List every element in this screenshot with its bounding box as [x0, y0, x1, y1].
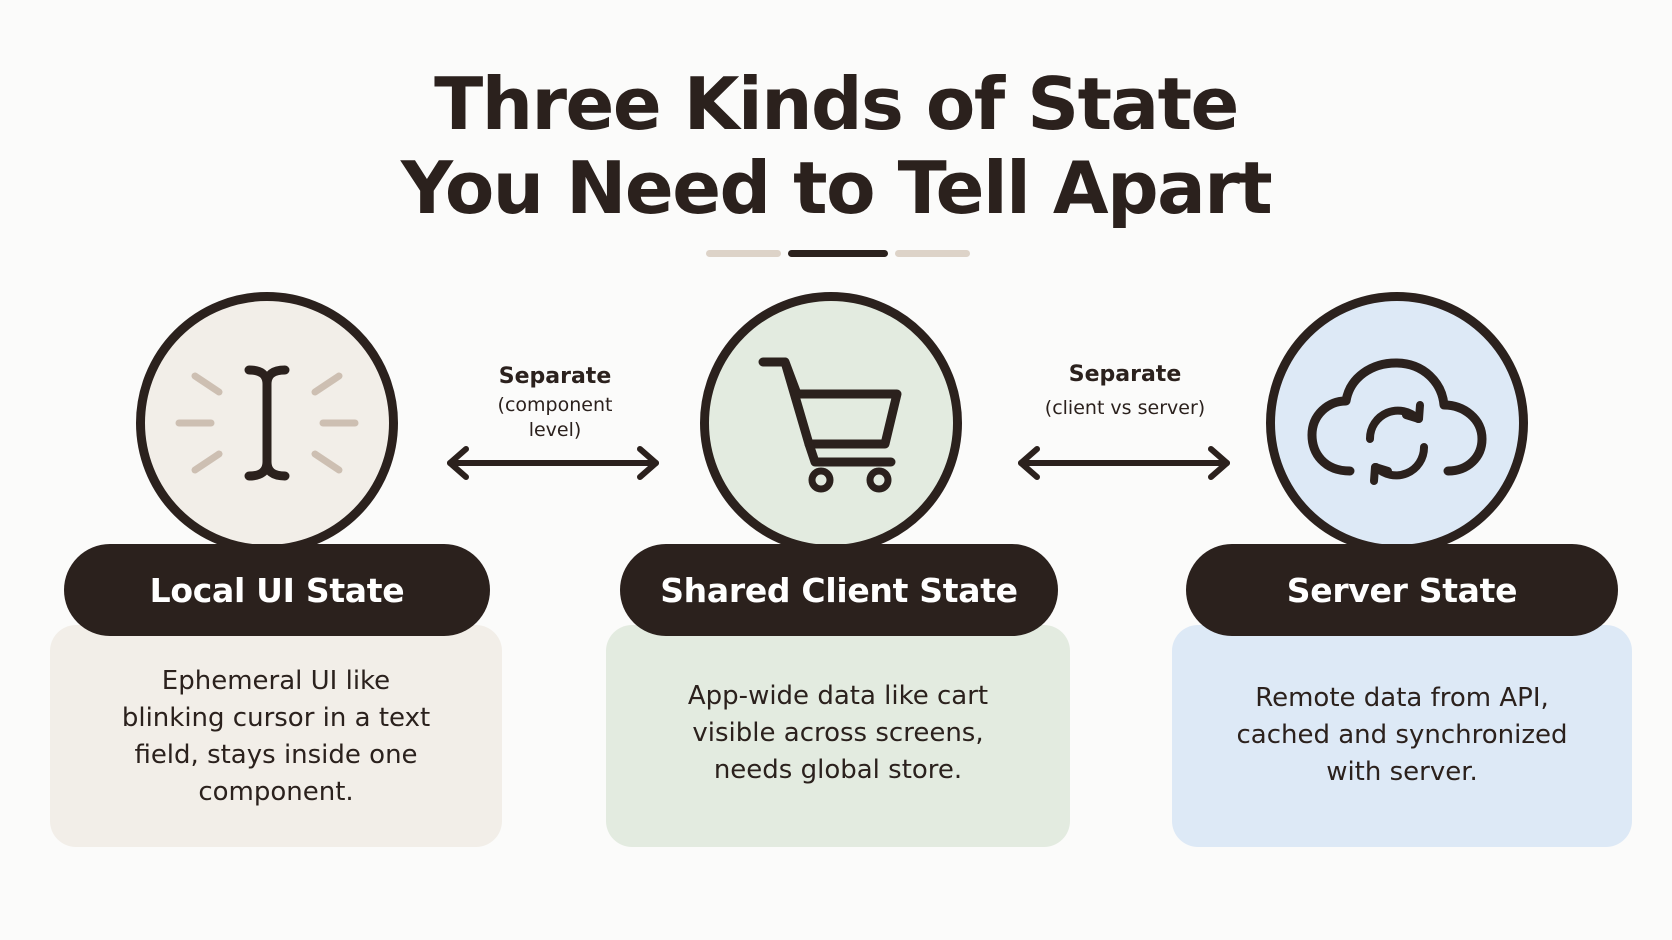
- card-server-title: Server State: [1286, 570, 1518, 610]
- card-local-description: Ephemeral UI like blinking cursor in a t…: [121, 666, 431, 807]
- title-line-1: Three Kinds of State: [434, 62, 1239, 146]
- connector-1-subtitle: (component level): [497, 394, 613, 441]
- connector-2-title: Separate: [1068, 362, 1182, 387]
- card-local-icon-circle: [136, 292, 398, 554]
- card-server-title-pill: Server State: [1186, 544, 1618, 636]
- card-local-title: Local UI State: [149, 570, 405, 610]
- card-local-body: [50, 625, 502, 847]
- connector-1-title: Separate: [498, 364, 612, 389]
- card-server-icon-circle: [1266, 292, 1528, 554]
- card-server-body: [1172, 625, 1632, 847]
- card-shared-body: [606, 625, 1070, 847]
- cloud-sync-icon: [1307, 358, 1487, 485]
- title-divider-center: [788, 250, 888, 257]
- title-divider-right: [895, 250, 970, 257]
- title-divider-left: [706, 250, 781, 257]
- page-title: Three Kinds of State You Need to Tell Ap…: [0, 62, 1672, 230]
- card-server-description: Remote data from API, cached and synchro…: [1236, 683, 1568, 787]
- card-shared-title: Shared Client State: [660, 570, 1018, 610]
- card-local-title-pill: Local UI State: [64, 544, 490, 636]
- card-shared-description: App-wide data like cart visible across s…: [687, 681, 989, 785]
- double-arrow-icon: [1018, 446, 1230, 480]
- title-line-2: You Need to Tell Apart: [400, 146, 1273, 230]
- text-cursor-icon: [175, 365, 359, 481]
- double-arrow-icon: [447, 446, 659, 480]
- card-shared-title-pill: Shared Client State: [620, 544, 1058, 636]
- card-shared-icon-circle: [700, 292, 962, 554]
- shopping-cart-icon: [758, 357, 902, 493]
- connector-2-subtitle: (client vs server): [1044, 397, 1206, 419]
